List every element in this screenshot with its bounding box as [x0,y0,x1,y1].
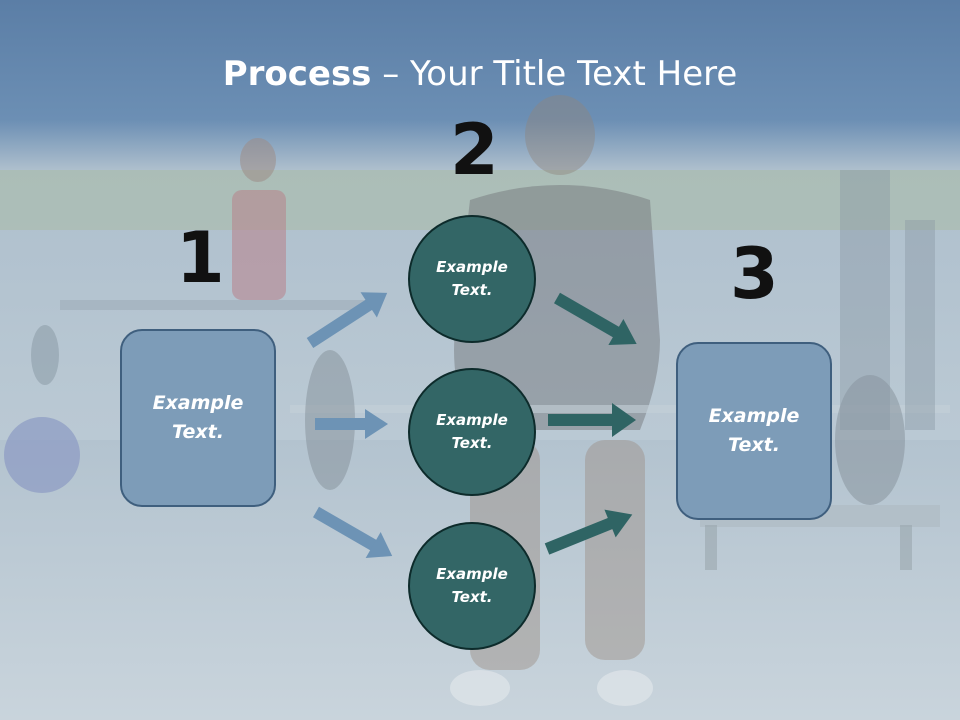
title-rest: – Your Title Text Here [371,54,738,94]
arrow-left-middle [315,409,388,439]
arrow-right-down [554,292,637,345]
step-2-number: 2 [450,109,499,191]
slide-title: Process – Your Title Text Here [0,52,960,96]
title-bold: Process [222,54,372,94]
circle-top: Example Text. [408,215,536,343]
circle-middle: Example Text. [408,368,536,496]
right-text-box: Example Text. [676,342,832,520]
arrow-left-down [313,506,393,558]
step-1-number: 1 [176,217,225,299]
step-3-number: 3 [730,233,779,315]
left-text-box: Example Text. [120,329,276,507]
circle-bottom: Example Text. [408,522,536,650]
arrow-left-up [306,292,388,349]
arrow-right-up [544,509,633,555]
arrow-right-middle [548,403,636,437]
